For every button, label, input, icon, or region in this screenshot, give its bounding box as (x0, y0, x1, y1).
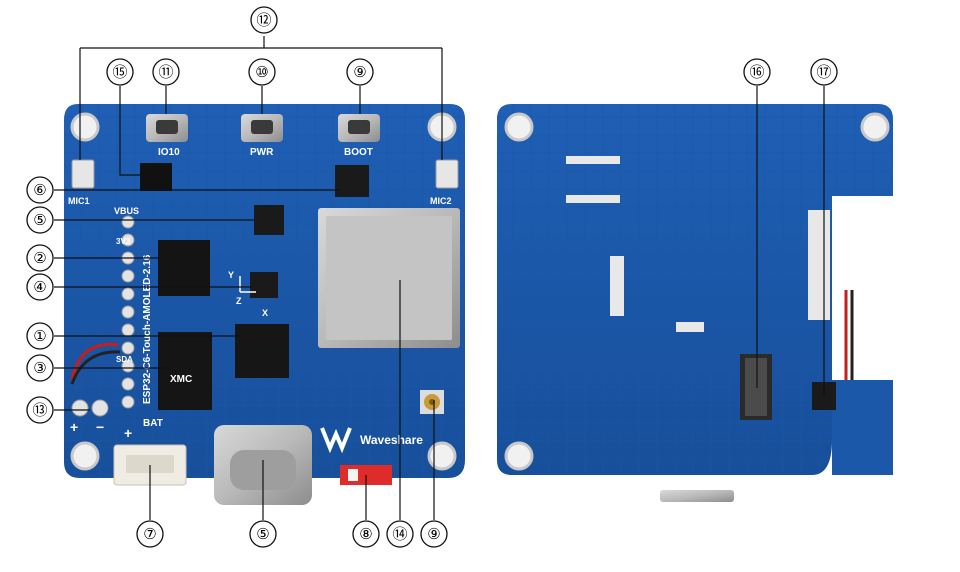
callout-17: ⑯ (743, 58, 771, 86)
mount-hole (504, 441, 534, 471)
callout-1: ① (26, 322, 54, 350)
chip-6 (335, 165, 369, 197)
pwr-label: PWR (250, 147, 274, 158)
mic2-component (435, 159, 459, 189)
callout-11: ⑩ (248, 58, 276, 86)
callout-18-label: ⑰ (816, 63, 831, 81)
fpc-connector (740, 354, 772, 420)
callout-5b: ⑤ (249, 520, 277, 548)
boot-button (338, 114, 380, 142)
callout-12: ⑪ (152, 58, 180, 86)
callout-13: ⑫ (250, 6, 278, 34)
pad-plus: + (70, 419, 78, 435)
xmc-label: XMC (170, 374, 192, 385)
mount-hole (70, 112, 100, 142)
callout-11-label: ⑩ (255, 63, 268, 81)
board-bottom (497, 104, 893, 502)
sda-label: SDA (116, 355, 133, 364)
callout-16-label: ⑮ (112, 63, 127, 81)
callout-8: ⑧ (352, 520, 380, 548)
antenna-connector (420, 390, 444, 414)
callout-2-label: ② (33, 249, 46, 267)
mic1-component (71, 159, 95, 189)
chip-5a (254, 205, 284, 235)
callout-6-label: ⑥ (33, 181, 46, 199)
callout-4: ④ (26, 273, 54, 301)
io10-button (146, 114, 188, 142)
callout-15-label: ⑭ (392, 525, 407, 543)
boot-label: BOOT (344, 147, 373, 158)
chip-3-flash: XMC (158, 332, 212, 410)
callout-15: ⑭ (386, 520, 414, 548)
callout-1-label: ① (33, 327, 46, 345)
battery-wires (70, 342, 119, 381)
callout-10-label: ⑨ (353, 63, 366, 81)
callout-14: ⑬ (26, 396, 54, 424)
v3-label: 3V3 (116, 237, 131, 246)
callout-7: ⑦ (136, 520, 164, 548)
callout-7-label: ⑦ (143, 525, 156, 543)
pad-minus: − (96, 419, 104, 435)
mount-hole (860, 112, 890, 142)
callout-3: ③ (26, 354, 54, 382)
callout-16: ⑮ (106, 58, 134, 86)
pin-header (121, 215, 135, 409)
axis-x-label: X (262, 308, 268, 318)
callout-9-label: ⑨ (427, 525, 440, 543)
callout-6: ⑥ (26, 176, 54, 204)
mount-hole (70, 441, 100, 471)
pwr-button (241, 114, 283, 142)
bat-label: BAT (143, 418, 163, 429)
mic1-label: MIC1 (68, 196, 90, 206)
io10-label: IO10 (158, 147, 180, 158)
callout-17-label: ⑯ (749, 63, 764, 81)
brand-text: Waveshare (360, 433, 423, 447)
callout-13-label: ⑫ (256, 11, 271, 29)
waveshare-logo: Waveshare (320, 427, 423, 454)
callout-5a-label: ⑤ (33, 211, 46, 229)
chip-16 (140, 163, 172, 191)
side-text: ESP32-C6-Touch-AMOLED-2.16 (142, 254, 153, 404)
callout-4-label: ④ (33, 278, 46, 296)
callout-5a: ⑤ (26, 206, 54, 234)
usb-stub (660, 490, 734, 502)
callout-14-label: ⑬ (32, 401, 47, 419)
mount-hole (427, 441, 457, 471)
axis-marker (239, 276, 256, 293)
callout-2: ② (26, 244, 54, 272)
callout-9: ⑨ (420, 520, 448, 548)
callout-5b-label: ⑤ (256, 525, 269, 543)
bat-plus: + (124, 425, 132, 441)
chip-4 (250, 272, 278, 298)
chip-1 (235, 324, 289, 378)
callout-18: ⑰ (810, 58, 838, 86)
callout-10: ⑨ (346, 58, 374, 86)
axis-z-label: Z (236, 296, 242, 306)
mic2-label: MIC2 (430, 196, 452, 206)
sd-card-slot (318, 208, 460, 348)
rtc-pads (71, 399, 109, 417)
board-top: IO10 PWR BOOT MIC1 MIC2 XMC VBUS 3V3 SDA… (64, 104, 465, 505)
leader-lines (54, 36, 825, 520)
callout-12-label: ⑪ (158, 63, 173, 81)
callout-3-label: ③ (33, 359, 46, 377)
vbus-label: VBUS (114, 206, 139, 216)
callout-8-label: ⑧ (359, 525, 372, 543)
axis-y-label: Y (228, 270, 234, 280)
mount-hole (504, 112, 534, 142)
